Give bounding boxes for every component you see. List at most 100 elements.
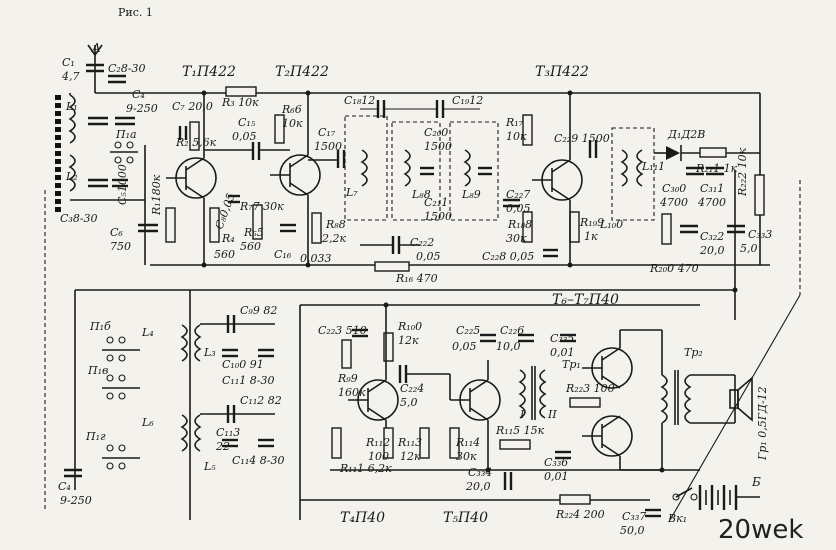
label-r8-value: 2,2к xyxy=(321,232,346,245)
label-l8: L₈8 xyxy=(411,188,431,201)
switch-p1g[interactable] xyxy=(102,444,140,470)
label-r5-value: 560 xyxy=(240,240,261,253)
label-c26-value: 10,0 xyxy=(496,340,521,353)
if-filter-l10-l11 xyxy=(611,127,655,221)
label-c27-value: 0,05 xyxy=(506,202,531,215)
resistor-r4 xyxy=(209,207,220,243)
resistor-r24 xyxy=(559,494,591,505)
label-c15-value: 0,05 xyxy=(232,130,257,143)
resistor-r23 xyxy=(569,397,601,408)
label-l2: L₂ xyxy=(65,170,78,183)
label-r7: R₇7 30к xyxy=(239,200,284,213)
if-filter-l7 xyxy=(344,115,388,221)
switch-p1v[interactable] xyxy=(102,374,140,400)
label-c25: C₂₂5 xyxy=(456,324,480,337)
resistor-r5 xyxy=(252,204,263,240)
resistor-r21 xyxy=(699,147,727,158)
resistor-r11 xyxy=(331,427,342,459)
if-filter-l9 xyxy=(449,121,499,221)
label-c27: C₂₂7 xyxy=(506,188,530,201)
label-r1: R₁180к xyxy=(150,174,163,216)
label-l3: L₃ xyxy=(203,346,216,359)
switch-p1b[interactable] xyxy=(102,336,140,362)
switch-p1a[interactable] xyxy=(110,141,138,164)
label-c26: C₂₂6 xyxy=(500,324,524,337)
label-c34: C₃₃4 xyxy=(468,466,492,479)
label-c12: C₁₁2 82 xyxy=(240,394,282,407)
label-c32-value: 20,0 xyxy=(699,244,725,257)
label-winding-ii-tr1: II xyxy=(547,408,557,421)
resistor-r19 xyxy=(569,211,580,243)
label-c24: C₂₂4 xyxy=(400,382,424,395)
resistor-r8 xyxy=(311,212,322,244)
label-r13: R₁₁3 xyxy=(397,436,422,449)
label-c20: C₂₀0 xyxy=(424,126,448,139)
label-l1: L₁ xyxy=(65,100,78,113)
label-r24: R₂₂4 200 xyxy=(555,508,605,521)
coil-l3 xyxy=(194,324,202,362)
label-c6: C₆ xyxy=(110,226,123,239)
label-c22: C₂₂2 xyxy=(410,236,434,249)
label-c13-value: 22 xyxy=(215,440,230,453)
power-switch-vk1[interactable] xyxy=(672,487,698,501)
resistor-r13 xyxy=(419,427,430,459)
label-r14-value: 30к xyxy=(456,450,477,463)
label-p1b: П₁б xyxy=(89,320,111,333)
label-r13-value: 12к xyxy=(400,450,421,463)
label-c20-value: 1500 xyxy=(424,140,452,153)
coil-l6 xyxy=(180,414,188,452)
resistor-r3 xyxy=(225,86,257,97)
label-l10: L₁₀0 xyxy=(599,218,623,231)
label-c19: C₁₉12 xyxy=(452,94,483,107)
label-c14: C₁₁4 8-30 xyxy=(232,454,284,467)
label-c3: C₃8-30 xyxy=(60,212,98,225)
coil-l4 xyxy=(180,324,188,362)
label-t4: T₄П40 xyxy=(340,510,385,526)
label-c2: C₂8-30 xyxy=(108,62,146,75)
battery-b xyxy=(698,485,760,510)
label-r19-value: 1к xyxy=(584,230,598,243)
resistor-r20 xyxy=(661,213,672,245)
label-tr2: Tр₂ xyxy=(684,346,703,359)
label-c37-value: 50,0 xyxy=(620,524,645,537)
label-c24-value: 5,0 xyxy=(400,396,418,409)
label-l5: L₅ xyxy=(203,460,216,473)
label-c4-top: C₄ xyxy=(132,88,145,101)
label-r10: R₁₀0 xyxy=(397,320,422,333)
diode-d1 xyxy=(654,145,700,161)
resistor-r9 xyxy=(341,339,352,369)
label-l11: L₁₁1 xyxy=(641,160,665,173)
label-c21-value: 1500 xyxy=(424,210,452,223)
label-d1: Д₁Д2В xyxy=(667,128,705,141)
resistor-r10 xyxy=(383,332,394,362)
coil-l5 xyxy=(194,414,202,452)
resistor-r22[interactable] xyxy=(754,174,765,216)
label-tr1: Tр₁ xyxy=(562,358,581,371)
label-c29: C₂₂9 1500 xyxy=(554,132,610,145)
label-c21: C₂₁1 xyxy=(424,196,448,209)
transformer-tr2-secondary xyxy=(684,374,692,424)
transformer-tr1-secondary xyxy=(539,369,547,419)
label-r21: R₂₁1 1к xyxy=(695,162,738,175)
resistor-r1 xyxy=(165,207,176,243)
label-battery: Б xyxy=(751,475,761,489)
transformer-tr1-primary xyxy=(518,369,526,419)
label-r19: R₁₉9 xyxy=(579,216,604,229)
label-c6-value: 750 xyxy=(110,240,131,253)
label-vk1: Вк₁ xyxy=(667,512,687,525)
label-c25-value: 0,05 xyxy=(452,340,477,353)
label-c15: C₁₅ xyxy=(238,116,256,129)
label-c36: C₃₃6 xyxy=(544,456,568,469)
label-speaker: Гр₁ 0,5ГД-12 xyxy=(756,386,769,461)
label-r23: R₂₂3 100 xyxy=(565,382,615,395)
label-r15: R₁₁5 15к xyxy=(495,424,545,437)
watermark: 20wek xyxy=(718,515,803,545)
label-r18-value: 30к xyxy=(506,232,527,245)
label-r14: R₁₁4 xyxy=(455,436,480,449)
figure-label: Рис. 1 xyxy=(118,6,153,19)
label-l9: L₈9 xyxy=(461,188,481,201)
label-t3: T₃П422 xyxy=(535,64,589,80)
label-c34-value: 20,0 xyxy=(465,480,491,493)
label-l6: L₆ xyxy=(141,416,154,429)
label-r18: R₁₈8 xyxy=(507,218,532,231)
